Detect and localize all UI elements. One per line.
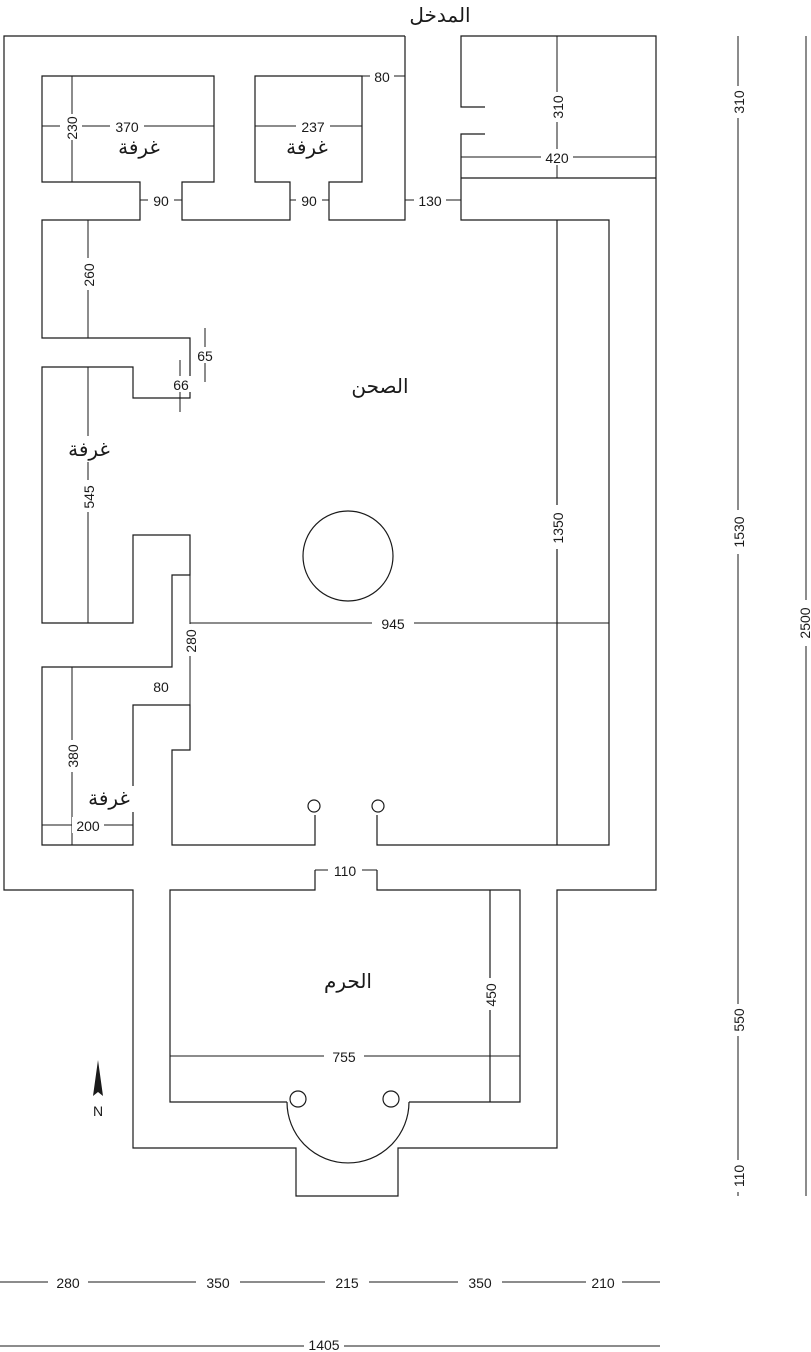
dim-90-a: 90 [153, 193, 169, 209]
dim-1405: 1405 [308, 1337, 339, 1352]
dim-310-top: 310 [550, 95, 566, 119]
dim-bottom-350-b: 350 [468, 1275, 492, 1291]
label-courtyard: الصحن [351, 374, 408, 398]
dim-380: 380 [65, 744, 81, 768]
dim-280: 280 [183, 629, 199, 653]
dim-130: 130 [418, 193, 442, 209]
dim-110: 110 [334, 863, 357, 879]
dim-1530: 1530 [731, 516, 747, 547]
dimension-labels: 230 370 237 80 90 90 130 310 420 260 65 … [48, 68, 811, 1352]
dim-2500: 2500 [797, 607, 811, 638]
dim-310-right: 310 [731, 90, 747, 114]
dim-bottom-215: 215 [335, 1275, 359, 1291]
dim-755: 755 [332, 1049, 356, 1065]
fountain-circle [302, 510, 394, 602]
label-room-top-middle: غرفة [286, 135, 328, 159]
mihrab-column-left [289, 1090, 307, 1108]
dim-80-mid: 80 [153, 679, 169, 695]
dim-80-top: 80 [374, 69, 390, 85]
dim-550: 550 [731, 1008, 747, 1032]
area-labels: المدخل الصحن الحرم غرفة غرفة غرفة غرفة [62, 0, 482, 993]
label-room-top-left: غرفة [118, 135, 160, 159]
column-right [371, 799, 385, 813]
dim-65: 65 [197, 348, 213, 364]
dim-420: 420 [545, 150, 569, 166]
north-arrow: N [93, 1060, 103, 1119]
label-room-bottom-left: غرفة [88, 786, 130, 810]
dim-90-b: 90 [301, 193, 317, 209]
dim-110-right: 110 [731, 1165, 747, 1188]
entrance-left-jamb [41, 36, 406, 846]
dim-237: 237 [301, 119, 325, 135]
dim-200: 200 [76, 818, 100, 834]
column-left [307, 799, 321, 813]
dim-260: 260 [81, 263, 97, 287]
mihrab-arc [286, 1101, 410, 1164]
dim-bottom-350-a: 350 [206, 1275, 230, 1291]
label-entrance: المدخل [409, 3, 470, 27]
entrance-right-jamb [376, 133, 610, 846]
dim-bottom-280: 280 [56, 1275, 80, 1291]
sanctuary-right-wall [376, 870, 521, 1103]
north-arrow-icon [93, 1060, 103, 1096]
dim-370: 370 [115, 119, 139, 135]
dim-230: 230 [64, 116, 80, 140]
label-room-left: غرفة [68, 437, 110, 461]
sanctuary-left-wall [169, 870, 316, 1103]
outer-wall [3, 35, 657, 1197]
dim-66: 66 [173, 377, 189, 393]
dim-bottom-210: 210 [591, 1275, 615, 1291]
dim-1350: 1350 [550, 512, 566, 543]
dim-545: 545 [81, 485, 97, 509]
mihrab-column-right [382, 1090, 400, 1108]
label-sanctuary: الحرم [324, 969, 372, 993]
north-label: N [93, 1103, 103, 1119]
dim-450: 450 [483, 983, 499, 1007]
dim-945: 945 [381, 616, 405, 632]
